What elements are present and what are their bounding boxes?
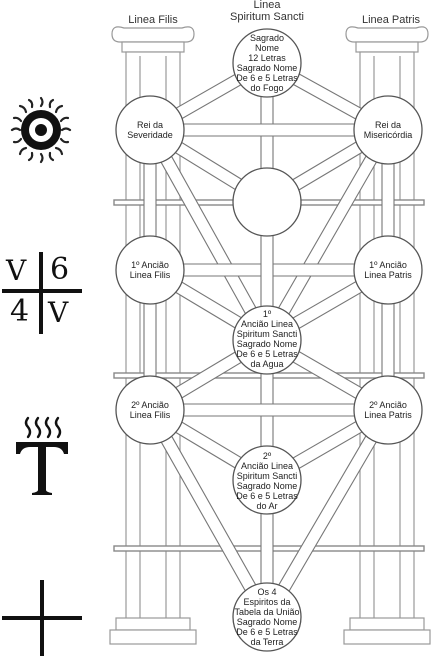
column-label-center-line2: Spiritum Sancti: [230, 11, 304, 23]
node-bottom-line: Tabela da União: [234, 607, 300, 617]
tree-node-e1p: [353, 235, 423, 305]
column-label-left: Linea Filis: [128, 14, 178, 26]
node-elder1-filis-line: 1º Ancião: [131, 260, 169, 270]
node-mercy-line: Rei da: [374, 120, 401, 130]
tree-node-bot: [232, 582, 302, 652]
node-mercy-text: Rei da Misericórdia: [352, 100, 424, 160]
node-elder2-patris-line: Linea Patris: [364, 410, 412, 420]
tree-node-e2p: [353, 375, 423, 445]
node-top-line: Sagrado Nome: [236, 63, 298, 73]
cross-numbers-icon: V 6 4 V: [2, 252, 82, 334]
cross-number-top-left: V: [6, 254, 27, 287]
tree-node-ca: [232, 445, 302, 515]
cross-horizontal-bar: [2, 289, 82, 293]
node-bottom-line: Espiritos da: [243, 597, 291, 607]
node-center-air-line: 2º: [262, 451, 272, 461]
node-center-air-text: 2º Ancião Linea Spiritum Sancti Sagrado …: [230, 448, 304, 514]
node-center-water-line: Ancião Linea: [240, 319, 294, 329]
column-label-center: Linea Spiritum Sancti: [222, 0, 312, 23]
cross-vertical-bar: [39, 252, 43, 334]
node-center-air-line: De 6 e 5 Letras: [236, 491, 298, 501]
node-elder1-patris-line: Linea Patris: [364, 270, 412, 280]
node-severity-line: Severidade: [127, 130, 173, 140]
tree-node-sev: [115, 95, 185, 165]
node-severity-line: Rei da: [136, 120, 163, 130]
node-elder2-filis-line: 2º Ancião: [131, 400, 169, 410]
node-top-line: De 6 e 5 Letras: [236, 73, 298, 83]
node-center-air-line: do Ar: [256, 501, 278, 511]
node-elder2-patris-text: 2º Ancião Linea Patris: [352, 380, 424, 440]
tree-nodes: [115, 28, 423, 652]
node-severity-text: Rei da Severidade: [115, 100, 185, 160]
cross-number-bottom-left: 4: [10, 294, 30, 329]
cross-number-bottom-right: V: [48, 296, 69, 329]
node-bottom-line: De 6 e 5 Letras: [236, 627, 298, 637]
node-top-line: 12 Letras: [248, 53, 286, 63]
node-mercy-line: Misericórdia: [363, 130, 413, 140]
node-top-line: do Fogo: [250, 83, 284, 93]
column-label-center-line1: Linea: [253, 0, 281, 11]
node-top-line: Sagrado: [249, 33, 284, 43]
tau-steam-icon: [16, 416, 68, 495]
cross-number-top-right: 6: [50, 252, 70, 287]
node-elder1-patris-line: 1º Ancião: [369, 260, 407, 270]
node-center-water-line: De 6 e 5 Letras: [236, 349, 298, 359]
node-bottom-line: Os 4: [257, 587, 277, 597]
node-center-water-line: da Agua: [250, 359, 284, 369]
tree-node-e1f: [115, 235, 185, 305]
node-elder2-filis-text: 2º Ancião Linea Filis: [115, 380, 185, 440]
tree-node-top: [232, 28, 302, 98]
node-elder1-filis-line: Linea Filis: [129, 270, 171, 280]
column-label-right: Linea Patris: [361, 14, 421, 26]
node-center-water-text: 1º Ancião Linea Spiritum Sancti Sagrado …: [230, 306, 304, 372]
node-elder1-filis-text: 1º Ancião Linea Filis: [115, 240, 185, 300]
node-bottom-line: da Terra: [250, 637, 284, 647]
tree-node-mer: [353, 95, 423, 165]
node-center-water-line: Spiritum Sancti: [236, 329, 298, 339]
node-elder2-patris-line: 2º Ancião: [369, 400, 407, 410]
node-top-text: Sagrado Nome 12 Letras Sagrado Nome De 6…: [234, 30, 300, 96]
node-center-water-line: Sagrado Nome: [236, 339, 298, 349]
node-elder1-patris-text: 1º Ancião Linea Patris: [352, 240, 424, 300]
node-center-air-line: Sagrado Nome: [236, 481, 298, 491]
node-bottom-text: Os 4 Espiritos da Tabela da União Sagrad…: [230, 584, 304, 650]
node-bottom-line: Sagrado Nome: [236, 617, 298, 627]
node-elder2-filis-line: Linea Filis: [129, 410, 171, 420]
node-center-air-line: Spiritum Sancti: [236, 471, 298, 481]
sun-eye-icon: [10, 96, 72, 164]
node-top-line: Nome: [254, 43, 279, 53]
node-center-water-line: 1º: [262, 309, 272, 319]
tree-node-cw: [232, 305, 302, 375]
plain-cross-icon: [2, 580, 82, 656]
tree-node-e2f: [115, 375, 185, 445]
node-center-air-line: Ancião Linea: [240, 461, 294, 471]
tree-node-mid: [232, 167, 302, 237]
